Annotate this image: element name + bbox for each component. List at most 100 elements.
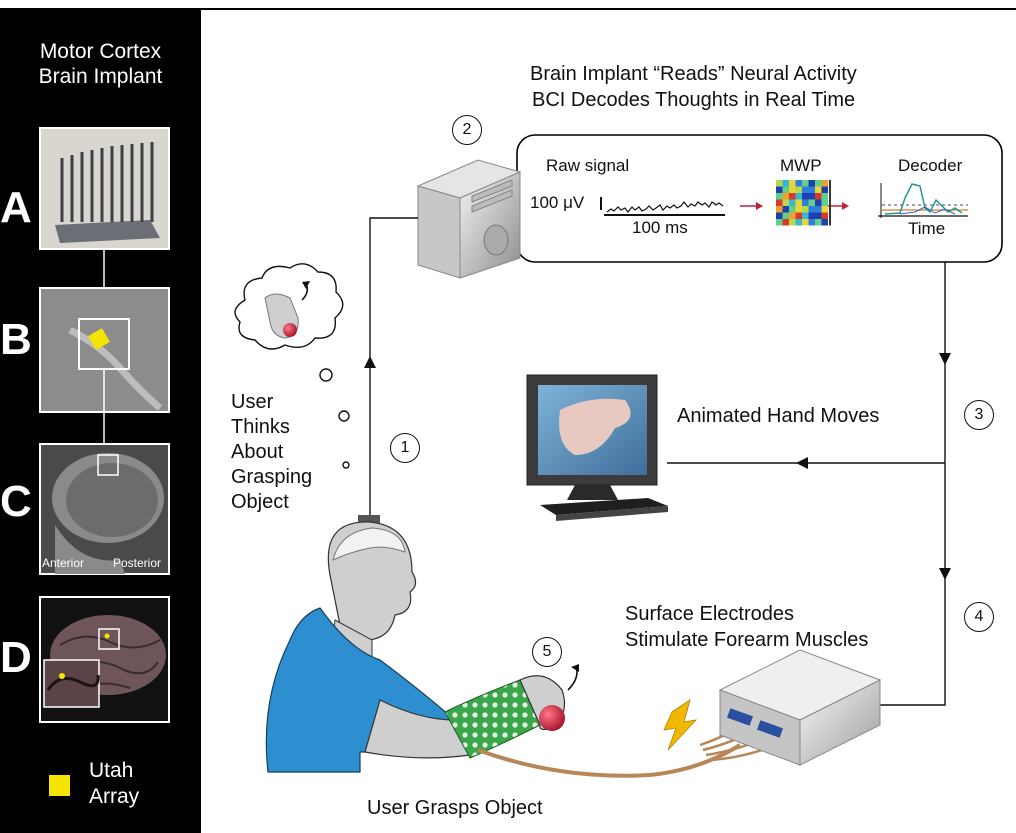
legend-array-label: Array: [89, 785, 140, 808]
implant-title-line2: Brain Implant: [38, 65, 163, 88]
legend-utah-label: Utah: [89, 759, 134, 782]
red-arrow-1: [740, 202, 763, 210]
mwp-cell: [776, 180, 783, 187]
user-grasps-label: User Grasps Object: [367, 797, 543, 819]
mwp-cell: [802, 186, 809, 193]
mwp-label: MWP: [780, 156, 822, 175]
mwp-cell: [795, 219, 802, 226]
mwp-colorbar: [829, 180, 831, 226]
electrodes-line2: Stimulate Forearm Muscles: [625, 629, 869, 651]
mwp-cell: [789, 206, 796, 213]
arrowhead-down-1: [939, 353, 951, 365]
mwp-cell: [821, 193, 828, 200]
mwp-cell: [808, 212, 815, 219]
mwp-cell: [776, 212, 783, 219]
mwp-cell: [789, 193, 796, 200]
step-3-marker: 3: [964, 400, 994, 430]
raw-signal-label: Raw signal: [546, 156, 630, 175]
mwp-cell: [776, 186, 783, 193]
step-4-marker: 4: [964, 602, 994, 632]
thought-line3: About: [231, 441, 284, 463]
mwp-cell: [795, 199, 802, 206]
mwp-cell: [815, 206, 822, 213]
mwp-cell: [789, 199, 796, 206]
mwp-cell: [776, 199, 783, 206]
decoder-label: Decoder: [898, 156, 963, 175]
panel-letter-b: B: [0, 315, 32, 364]
panel-letter-c: C: [0, 477, 32, 526]
mwp-cell: [808, 186, 815, 193]
panel-c-anterior-label: Anterior: [42, 556, 85, 570]
mwp-cell: [789, 219, 796, 226]
mwp-cell: [782, 219, 789, 226]
step-1-marker: 1: [390, 433, 420, 463]
mwp-cell: [776, 219, 783, 226]
mwp-cell: [815, 186, 822, 193]
thought-line4: Grasping: [231, 466, 313, 488]
mwp-cell: [782, 199, 789, 206]
step-5-marker: 5: [532, 637, 562, 667]
header-line2: BCI Decodes Thoughts in Real Time: [532, 89, 856, 111]
mwp-cell: [795, 186, 802, 193]
mwp-cell: [815, 219, 822, 226]
mwp-cell: [776, 206, 783, 213]
mwp-cell: [789, 186, 796, 193]
mwp-cell: [795, 180, 802, 187]
mwp-cell: [802, 219, 809, 226]
red-arrow-2: [826, 202, 849, 210]
decoder-time-label: Time: [908, 219, 946, 238]
mwp-cell: [782, 180, 789, 187]
panel-letter-a: A: [0, 183, 32, 232]
mwp-cell: [795, 206, 802, 213]
arrowhead-up: [364, 356, 376, 368]
mwp-cell: [802, 180, 809, 187]
mwp-cell: [821, 199, 828, 206]
signal-path-up: [369, 217, 418, 515]
arrowhead-left-monitor: [796, 457, 808, 469]
panel-letter-d: D: [0, 633, 32, 682]
thought-bubble: [234, 263, 350, 469]
mwp-cell: [815, 193, 822, 200]
stimulator-device: [718, 649, 882, 766]
mwp-cell: [821, 206, 828, 213]
computer-monitor: [526, 374, 668, 521]
decoder-plot: [878, 183, 968, 218]
mwp-cell: [808, 193, 815, 200]
panel-c-posterior-label: Posterior: [113, 556, 162, 570]
utah-array-legend-swatch: [49, 775, 70, 796]
mwp-cell: [782, 193, 789, 200]
implant-title-line1: Motor Cortex: [39, 40, 162, 63]
mwp-heatmap: [776, 180, 831, 226]
mwp-cell: [782, 206, 789, 213]
mwp-cell: [808, 219, 815, 226]
panel-a-utah-array-photo: [39, 127, 170, 250]
mwp-cell: [789, 212, 796, 219]
mwp-cell: [795, 193, 802, 200]
time-scale-label: 100 ms: [632, 218, 688, 237]
mwp-cell: [808, 206, 815, 213]
arrowhead-down-2: [939, 568, 951, 580]
mwp-cell: [821, 186, 828, 193]
mwp-cell: [821, 180, 828, 187]
header-line1: Brain Implant “Reads” Neural Activity: [530, 63, 857, 85]
mwp-cell: [815, 199, 822, 206]
animated-hand-label: Animated Hand Moves: [677, 405, 880, 427]
mwp-cell: [789, 180, 796, 187]
thought-line2: Thinks: [231, 416, 290, 438]
mwp-cell: [802, 206, 809, 213]
raw-signal-trace: [606, 201, 724, 213]
mwp-cell: [782, 212, 789, 219]
thought-line1: User: [231, 391, 274, 413]
command-path-right: [880, 262, 946, 706]
mwp-cell: [815, 180, 822, 187]
mwp-cell: [782, 186, 789, 193]
panel-c-skull-xray: [39, 443, 170, 575]
step-2-marker: 2: [452, 115, 482, 145]
mwp-cell: [802, 212, 809, 219]
thought-line5: Object: [231, 491, 289, 513]
computer-tower: [416, 159, 522, 279]
mwp-cell: [808, 199, 815, 206]
mwp-cell: [776, 193, 783, 200]
mwp-cell: [802, 199, 809, 206]
electrodes-line1: Surface Electrodes: [625, 603, 794, 625]
